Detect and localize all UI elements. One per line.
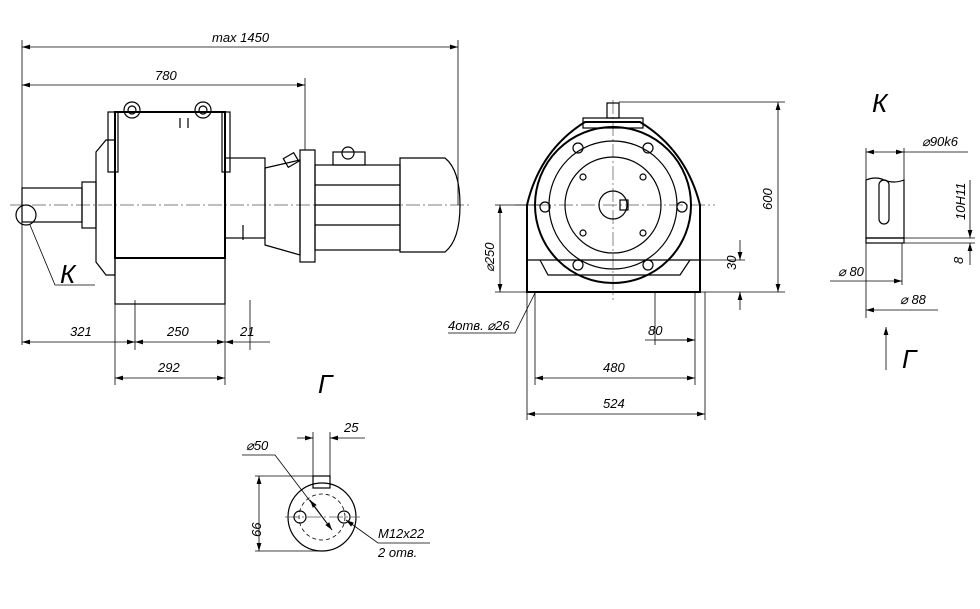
shaft-end — [865, 177, 905, 239]
dim-d50: ⌀50 — [246, 438, 269, 453]
gearbox-base — [114, 257, 226, 305]
dim-8: 8 — [951, 256, 966, 264]
gearbox-body — [114, 111, 226, 259]
dim-d250: ⌀250 — [482, 242, 497, 272]
dim-292: 292 — [157, 360, 180, 375]
view-k-title: К — [872, 88, 889, 118]
holes-count: 2 отв. — [377, 545, 417, 560]
side-view — [10, 101, 470, 305]
dim-d80: ⌀ 80 — [838, 264, 865, 279]
dim-10h11: 10H11 — [953, 183, 968, 220]
view-k-marker: К — [60, 259, 77, 289]
dim-total-length: max 1450 — [212, 30, 270, 45]
dim-600: 600 — [760, 188, 775, 210]
dim-80: 80 — [648, 323, 663, 338]
lifting-eye — [123, 101, 141, 119]
gearbox-housing-front — [526, 121, 701, 293]
side-view-dimensions: max 1450 780 321 250 21 292 К — [21, 30, 459, 385]
dim-d88: ⌀ 88 — [900, 292, 927, 307]
dim-480: 480 — [603, 360, 625, 375]
motor-body — [314, 164, 401, 251]
terminal-box — [332, 151, 366, 166]
dim-d90k6: ⌀90k6 — [922, 134, 959, 149]
view-g-title: Г — [318, 369, 334, 399]
view-k: К ⌀90k6 10H11 8 ⌀ 80 ⌀ 88 Г — [830, 88, 975, 374]
dim-30: 30 — [724, 255, 739, 270]
front-view — [515, 100, 715, 300]
lifting-eye — [194, 101, 212, 119]
view-g-arrow-label: Г — [902, 344, 918, 374]
dim-524: 524 — [603, 396, 625, 411]
thread-note: M12x22 — [378, 526, 425, 541]
dim-250: 250 — [166, 324, 189, 339]
top-shaft — [606, 102, 620, 119]
shaft-end-ball — [15, 204, 37, 226]
dim-21: 21 — [239, 324, 254, 339]
dim-25: 25 — [343, 420, 359, 435]
view-g: Г 25 ⌀50 99 M12x22 2 отв. — [242, 369, 430, 560]
dim-99: 99 — [249, 522, 264, 536]
motor-fan-cover — [399, 157, 461, 253]
holes-note: 4отв. ⌀26 — [448, 318, 510, 333]
front-view-dimensions: 600 ⌀250 30 4отв. ⌀26 80 480 524 — [448, 101, 785, 420]
dim-321: 321 — [70, 324, 92, 339]
dim-780: 780 — [155, 68, 177, 83]
